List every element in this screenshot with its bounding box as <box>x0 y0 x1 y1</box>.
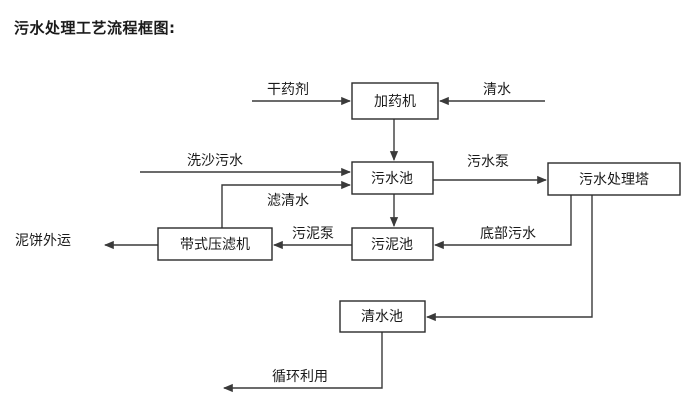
node-wunichi[interactable]: 污泥池 <box>351 227 434 261</box>
node-jiayaoji-label: 加药机 <box>374 94 416 110</box>
node-wushuichi-label: 污水池 <box>371 171 413 187</box>
node-wushuichulita-box[interactable] <box>547 162 681 196</box>
node-wunichi-box[interactable] <box>351 227 434 261</box>
edge-label-xunhuanliyong: 循环利用 <box>272 369 328 385</box>
edge-label-wunibeng: 污泥泵 <box>292 226 334 242</box>
page-title: 污水处理工艺流程框图: <box>14 19 176 37</box>
node-daishiyaluji-label: 带式压滤机 <box>180 237 250 253</box>
edge-label-nibingwaiyun: 泥饼外运 <box>15 233 71 249</box>
edge-label-qingshui: 清水 <box>483 82 511 98</box>
node-qingshuichi[interactable]: 清水池 <box>339 300 426 333</box>
node-wunichi-label: 污泥池 <box>371 237 413 253</box>
node-wushuichulita[interactable]: 污水处理塔 <box>547 162 681 196</box>
node-wushuichi-box[interactable] <box>351 161 434 195</box>
node-daishiyaluji[interactable]: 带式压滤机 <box>157 227 273 261</box>
edge-label-lvqingshui: 滤清水 <box>267 193 309 209</box>
edge-label-wushuibeng: 污水泵 <box>467 154 509 170</box>
node-jiayaoji-box[interactable] <box>351 82 439 120</box>
edge-label-xishawushui: 洗沙污水 <box>187 153 243 169</box>
edge-xunhuanliyong <box>223 332 383 393</box>
edge-dibuwushui <box>434 195 572 250</box>
node-wushuichulita-label: 污水处理塔 <box>579 172 649 188</box>
node-wushuichi[interactable]: 污水池 <box>351 161 434 195</box>
node-qingshuichi-label: 清水池 <box>361 309 403 325</box>
node-daishiyaluji-box[interactable] <box>157 227 273 261</box>
node-jiayaoji[interactable]: 加药机 <box>351 82 439 120</box>
node-qingshuichi-box[interactable] <box>339 300 426 333</box>
edge-label-ganyaoji: 干药剂 <box>267 82 309 98</box>
edge-wushuita-to-qingshuichi <box>426 195 593 322</box>
edge-lvqingshui <box>221 180 351 228</box>
edge-label-dibuwushui: 底部污水 <box>480 226 536 242</box>
